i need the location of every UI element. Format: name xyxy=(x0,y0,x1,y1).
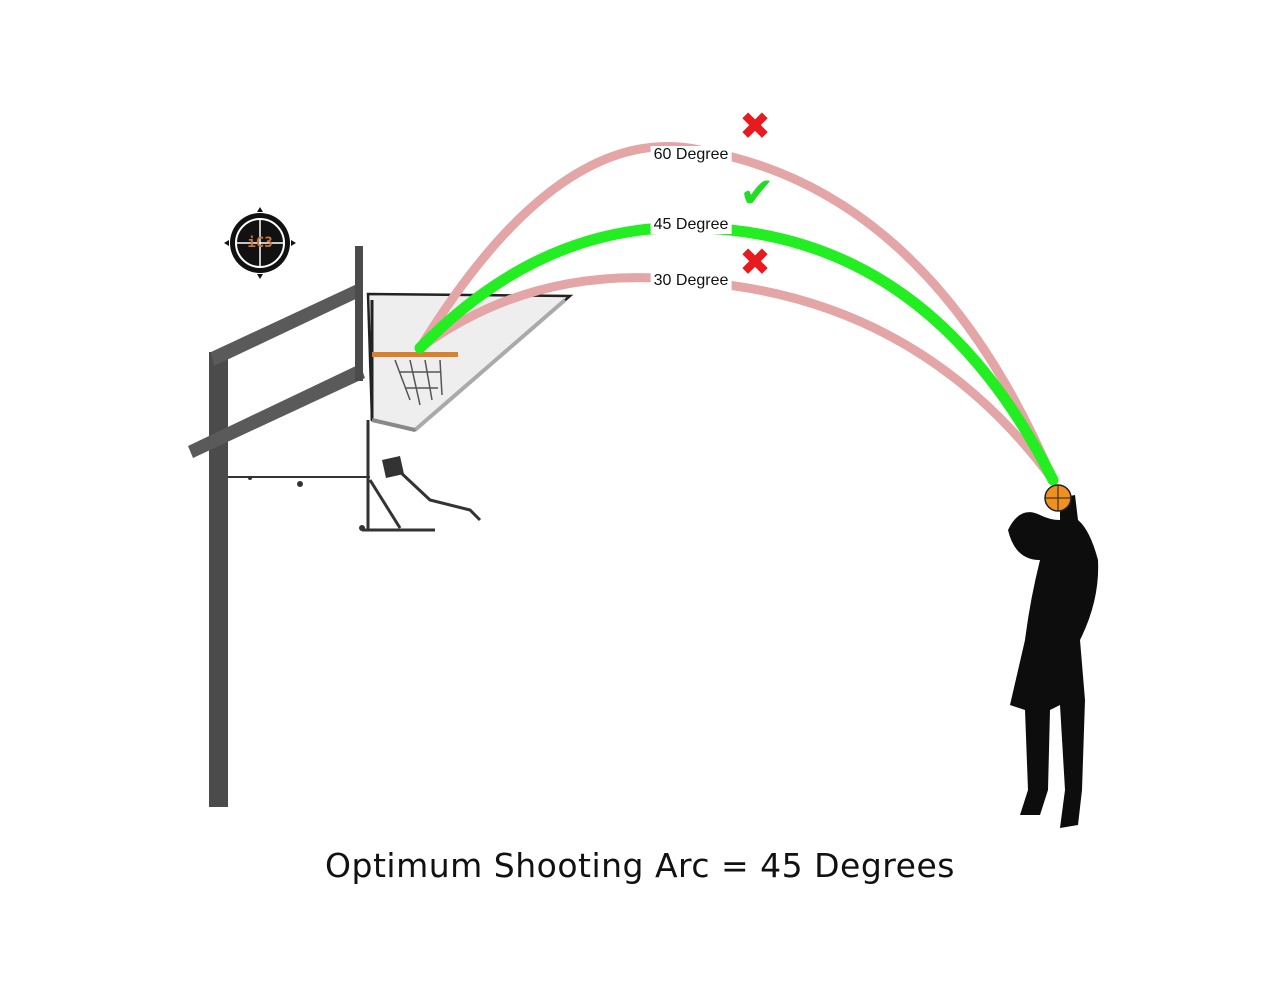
logo-text: iC3 xyxy=(247,235,273,251)
arc-label-45: 45 Degree xyxy=(650,216,732,234)
arc-label-30: 30 Degree xyxy=(650,272,732,290)
x-mark-icon-60: ✖ xyxy=(739,104,771,148)
main-pole xyxy=(209,352,228,807)
lower-arm xyxy=(188,364,365,458)
upper-arm xyxy=(211,284,362,366)
arc-label-60: 60 Degree xyxy=(650,146,732,164)
player-silhouette xyxy=(1008,495,1099,828)
rim xyxy=(372,352,458,357)
rebound-net xyxy=(366,292,574,432)
hoop-support-structure xyxy=(188,246,482,807)
diagram-caption: Optimum Shooting Arc = 45 Degrees xyxy=(325,846,955,885)
x-mark-icon-30: ✖ xyxy=(739,240,771,284)
check-mark-icon-45: ✔ xyxy=(739,168,775,217)
backboard-post xyxy=(355,246,363,381)
ic3-logo xyxy=(224,207,296,279)
arc-45-degree xyxy=(414,222,1059,486)
